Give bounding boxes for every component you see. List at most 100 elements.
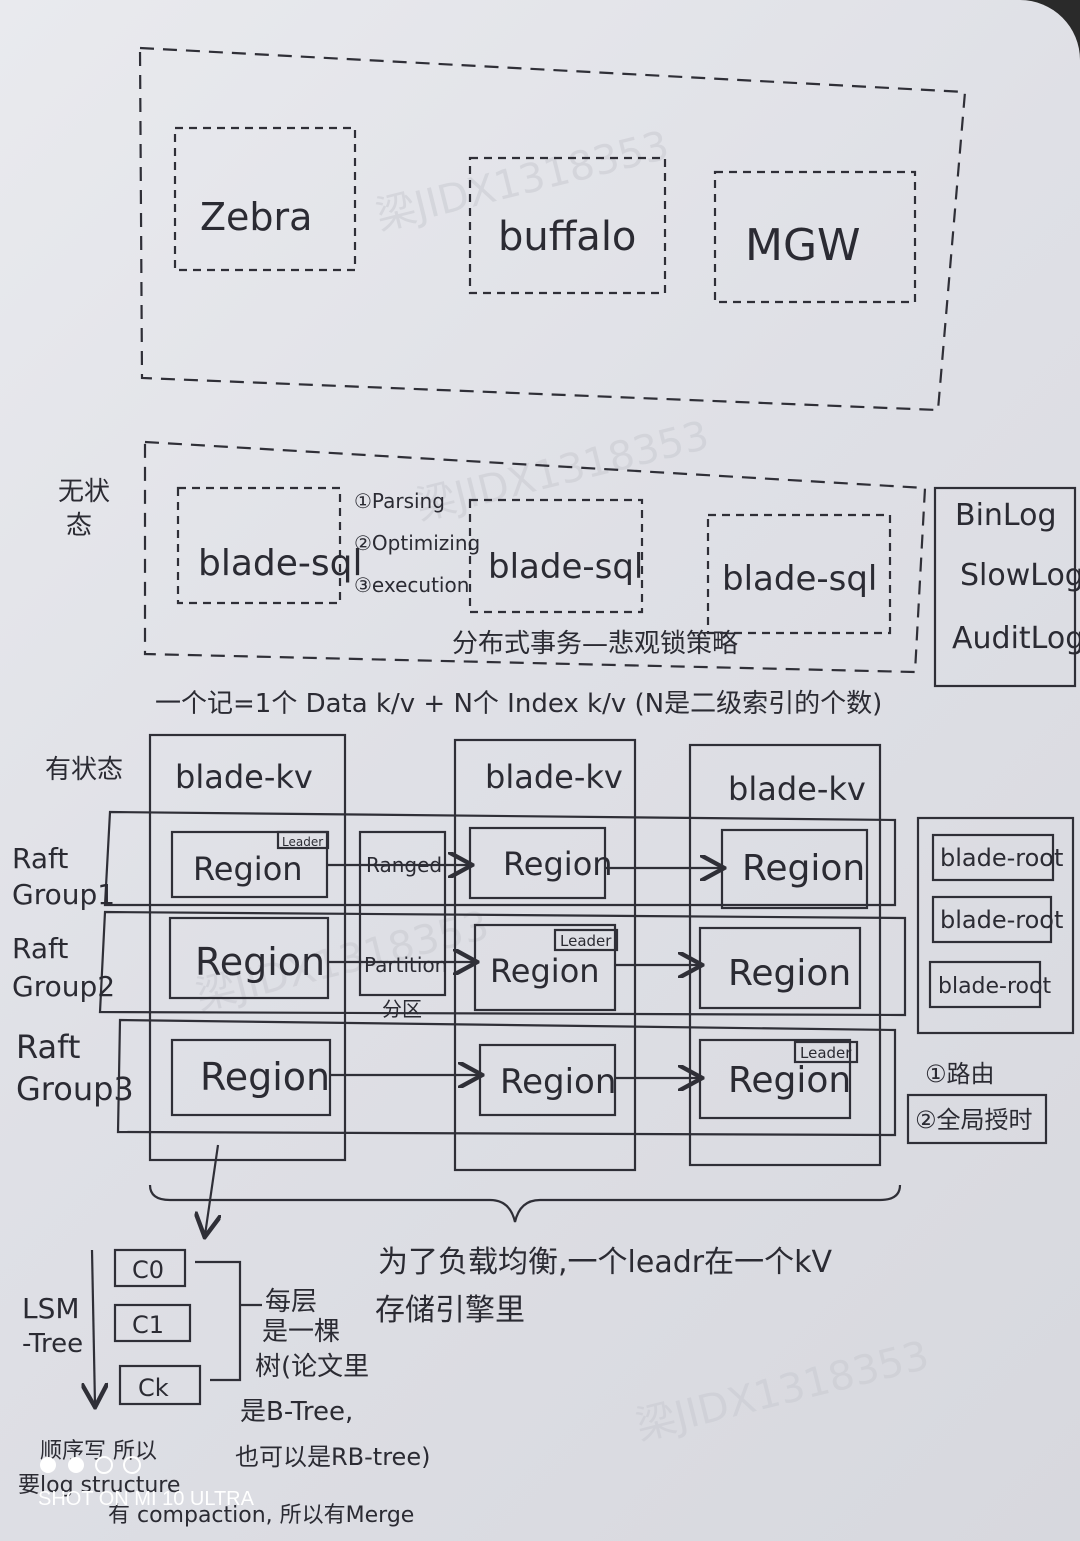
region-2-1 [168,916,330,1000]
step-optimizing: ②Optimizing [354,531,480,555]
step-execution: ③execution [354,573,469,597]
region-label-1-2: Region [503,845,613,883]
raft-group-3-label-a: Raft [16,1028,80,1066]
kv-to-lsm-arrow [205,1144,218,1235]
partition-label: Partition [364,953,447,977]
raft-group-1-band [103,810,897,907]
partition-cn-label: 分区 [382,997,422,1021]
camera-dot-4 [123,1456,141,1474]
camera-dot-2 [68,1457,84,1473]
blade-root-label-3: blade-root [938,974,1051,999]
lsm-direction-arrow [92,1249,95,1405]
blade-sql-box-2 [468,498,644,614]
blade-kv-column-1 [148,733,347,1162]
raft-group-1-label-a: Raft [12,842,68,875]
blade-sql-label-1: blade-sql [198,543,363,584]
txn-note: 分布式事务—悲观锁策略 [452,629,738,659]
lsm-label-2: -Tree [22,1329,83,1359]
auditlog-label: AuditLog [952,621,1080,656]
lsm-note-2: 是一棵 [262,1317,340,1347]
region-label-2-1: Region [195,940,325,984]
mgw-box [713,170,917,304]
region-label-3-2: Region [500,1062,616,1102]
raft-group-2-label: Raft Group2 [12,932,115,1003]
stateless-label: 无状 态 [58,477,118,541]
region-label-3-1: Region [200,1055,330,1099]
root-note-tso: ②全局授时 [915,1106,1033,1134]
watermark: 梁JIDX1318353 [411,413,713,530]
lsm-note-1: 每层 [265,1287,317,1317]
watermark: 梁JIDX1318353 [631,1333,933,1450]
leader-label-1-1: Leader [282,835,323,849]
lsm-bottom-3: 有 compaction, 所以有Merge [108,1503,414,1528]
region-label-2-3: Region [728,953,851,994]
balance-note-2: 存储引擎里 [375,1293,525,1328]
lsm-bracket [195,1260,262,1382]
stateful-label: 有状态 [45,755,123,785]
raft-group-3-label-b: Group3 [16,1070,134,1108]
ranged-label: Ranged [366,853,442,877]
stateless-label-b: 态 [66,511,92,541]
raft-group-1-label: Raft Group1 [12,842,115,911]
camera-dot-1 [40,1457,56,1473]
kv-cluster-brace [148,1184,902,1223]
blade-root-label-1: blade-root [940,844,1063,872]
blade-sql-label-3: blade-sql [722,559,877,599]
balance-note-1: 为了负载均衡,一个leadr在一个kV [378,1245,832,1280]
mgw-label: MGW [745,220,861,271]
lsm-bottom-2: 要log structure [18,1473,180,1498]
blade-kv-label-1: blade-kv [175,758,313,796]
lsm-note-5: 也可以是RB-tree) [235,1443,430,1471]
blade-sql-label-2: blade-sql [488,547,643,587]
blade-kv-label-3: blade-kv [728,770,866,808]
lsm-level-c1 [113,1303,192,1343]
lsm-note-3: 树(论文里 [255,1352,369,1382]
camera-watermark: SHOT ON MI 10 ULTRA [38,1488,255,1510]
raft-group-2-label-a: Raft [12,932,68,965]
buffalo-label: buffalo [498,214,636,260]
blade-kv-label-2: blade-kv [485,758,623,796]
region-label-1-3: Region [742,848,865,889]
slowlog-label: SlowLog [960,558,1080,593]
region-label-3-3: Region [728,1060,851,1101]
lsm-note-4: 是B-Tree, [240,1397,353,1427]
stateless-layer-boundary [143,440,927,674]
global-tso-box [906,1093,1048,1145]
lsm-level-c0-label: C0 [132,1256,164,1284]
region-1-1 [170,830,329,899]
region-3-1 [170,1038,332,1117]
region-label-1-1: Region [193,850,303,888]
zebra-box [173,126,357,272]
raft-group-2-label-b: Group2 [12,970,115,1003]
leader-tag-2-2 [553,928,619,952]
root-note-routing: ①路由 [925,1060,995,1088]
lsm-level-ck-label: Ck [138,1374,169,1402]
blade-root-box-3 [928,960,1042,1009]
blade-root-label-2: blade-root [940,906,1063,934]
leader-label-2-2: Leader [560,932,612,950]
leader-tag-3-3 [793,1040,859,1064]
logs-box [933,486,1077,688]
camera-dot-3 [95,1456,113,1474]
lsm-level-c1-label: C1 [132,1311,164,1339]
raft-group-3-band [116,1018,897,1137]
buffalo-box [468,156,667,295]
binlog-label: BinLog [955,498,1057,533]
raft-group-2-band [98,910,907,1017]
blade-root-box-2 [931,895,1053,944]
zebra-label: Zebra [200,195,312,239]
raft-group-3-label: Raft Group3 [16,1028,134,1108]
blade-root-group [916,816,1075,1035]
step-parsing: ①Parsing [354,489,445,513]
lsm-label-1: LSM [22,1292,80,1325]
blade-sql-box-3 [706,513,892,635]
stateless-label-a: 无状 [58,477,110,507]
blade-root-box-1 [931,833,1055,882]
leader-tag-1-1 [276,830,330,850]
access-layer-boundary [138,46,967,412]
raft-group-1-label-b: Group1 [12,878,115,911]
blade-sql-box-1 [176,486,342,605]
ranged-partition-box [358,830,447,997]
